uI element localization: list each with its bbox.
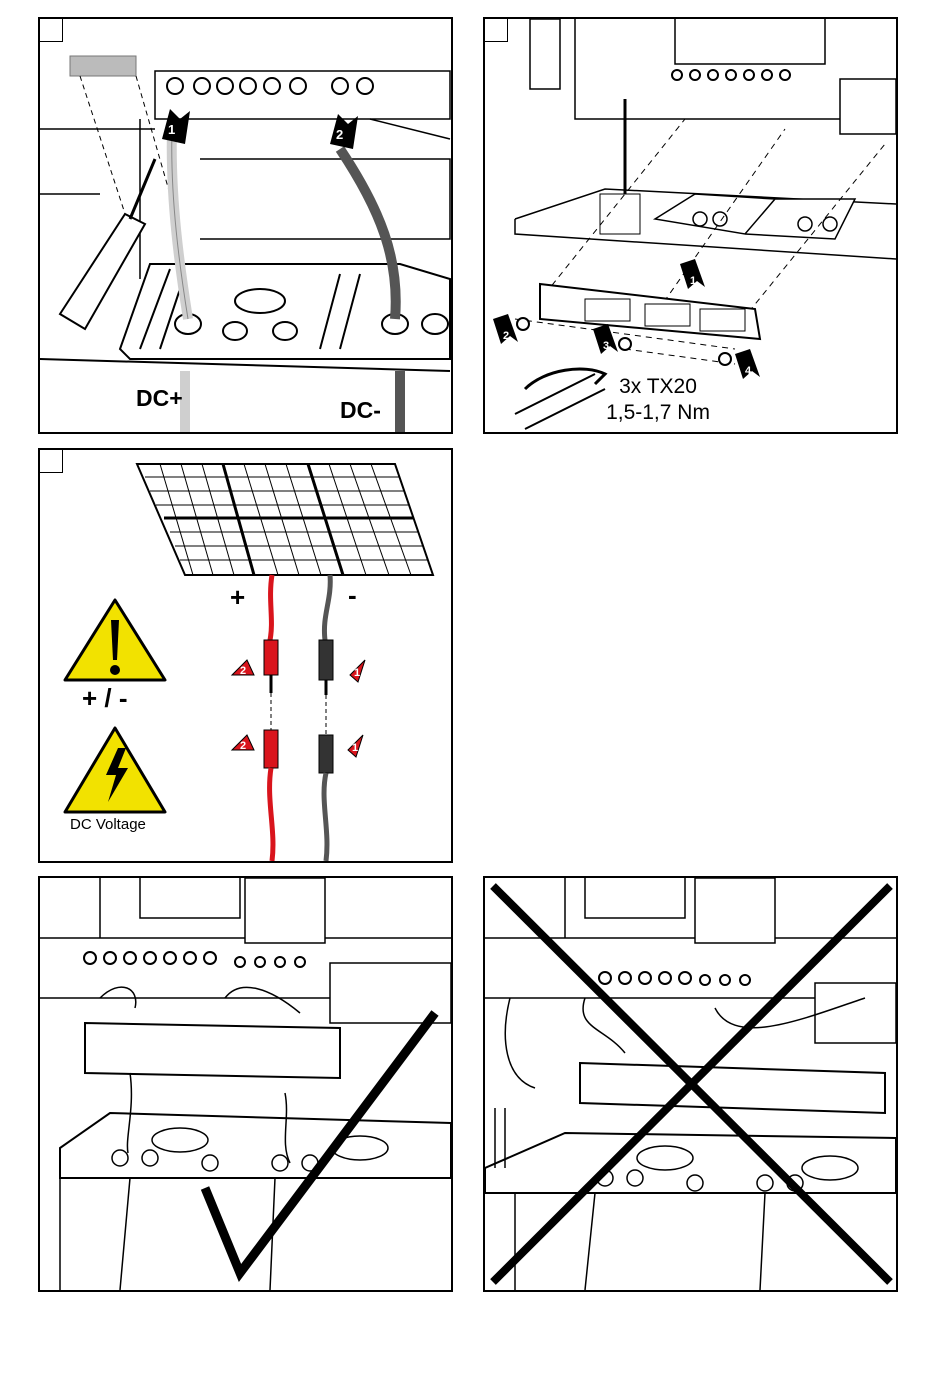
- cover-mounting-illustration: 1 2 3 4: [485, 19, 896, 432]
- arrow-2-label: 2: [503, 330, 509, 342]
- arrow-1-label: 1: [168, 122, 175, 137]
- dc-voltage-label: DC Voltage: [70, 816, 146, 833]
- wrong-routing-illustration: [485, 878, 896, 1290]
- panel-cover-mounting: 1 2 3 4 3x TX20 1,5-1,7 Nm: [483, 17, 898, 434]
- arrow-1-bottom-label: 1: [352, 742, 358, 754]
- arrow-1-label: 1: [690, 275, 696, 287]
- polarity-label: + / -: [82, 683, 128, 714]
- torque-spec-line1: 3x TX20: [593, 374, 723, 400]
- pv-connector-illustration: 2 1 2 1: [40, 450, 451, 861]
- dc-plus-label: DC+: [136, 385, 183, 412]
- torque-spec: 3x TX20 1,5-1,7 Nm: [593, 374, 723, 426]
- arrow-2-bottom-label: 2: [240, 740, 246, 752]
- panel-pv-connectors: 2 1 2 1 + - + / - DC Voltage: [38, 448, 453, 863]
- arrow-4-label: 4: [745, 365, 752, 377]
- solar-panel-icon: [137, 464, 433, 575]
- high-voltage-triangle-icon: [65, 728, 165, 812]
- torque-spec-line2: 1,5-1,7 Nm: [593, 400, 723, 426]
- arrow-3-label: 3: [603, 340, 609, 352]
- arrow-1-top-label: 1: [354, 667, 360, 679]
- minus-label: -: [348, 580, 357, 611]
- panel-dc-cable-insertion: 1 2 DC+ DC-: [38, 17, 453, 434]
- panel-wrong-routing: [483, 876, 898, 1292]
- arrow-2-label: 2: [336, 127, 343, 142]
- dc-cable-illustration: 1 2: [40, 19, 451, 432]
- correct-routing-illustration: [40, 878, 451, 1290]
- panel-correct-routing: [38, 876, 453, 1292]
- plus-label: +: [230, 582, 245, 613]
- warning-triangle-icon: [65, 600, 165, 680]
- arrow-2-top-label: 2: [240, 665, 246, 677]
- dc-minus-label: DC-: [340, 397, 381, 424]
